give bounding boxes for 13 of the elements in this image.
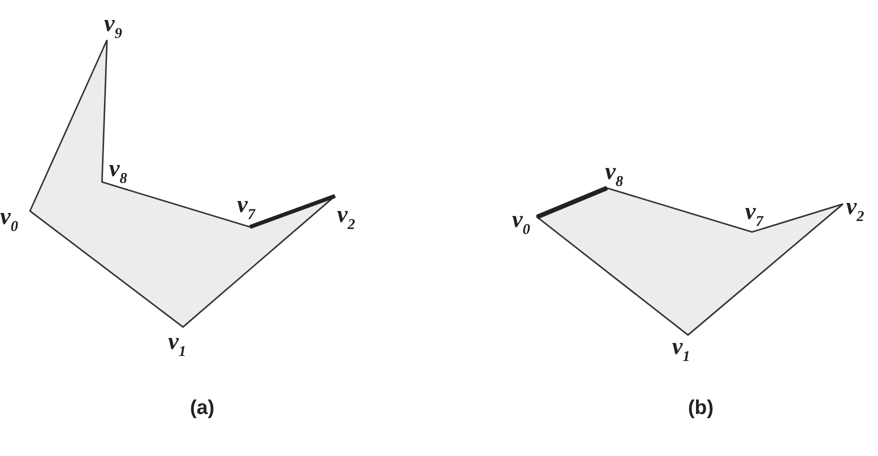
vertex-label: v$_{2}$ [846, 195, 864, 225]
vertex-label: v$_{0}$ [0, 205, 18, 235]
vertex-label: v$_{9}$ [104, 12, 122, 42]
vertex-label: v$_{8}$ [605, 160, 624, 190]
vertex-label: v$_{1}$ [672, 335, 690, 365]
vertex-label: v$_{2}$ [337, 203, 356, 233]
vertex-label: v$_{7}$ [745, 200, 764, 230]
panel-label: (a) [190, 398, 214, 418]
vertex-label: v$_{1}$ [168, 330, 186, 360]
vertex-label: v$_{8}$ [109, 157, 128, 187]
vertex-label: v$_{0}$ [512, 208, 530, 238]
panel-label: (b) [688, 398, 714, 418]
vertex-label: v$_{7}$ [237, 193, 256, 223]
